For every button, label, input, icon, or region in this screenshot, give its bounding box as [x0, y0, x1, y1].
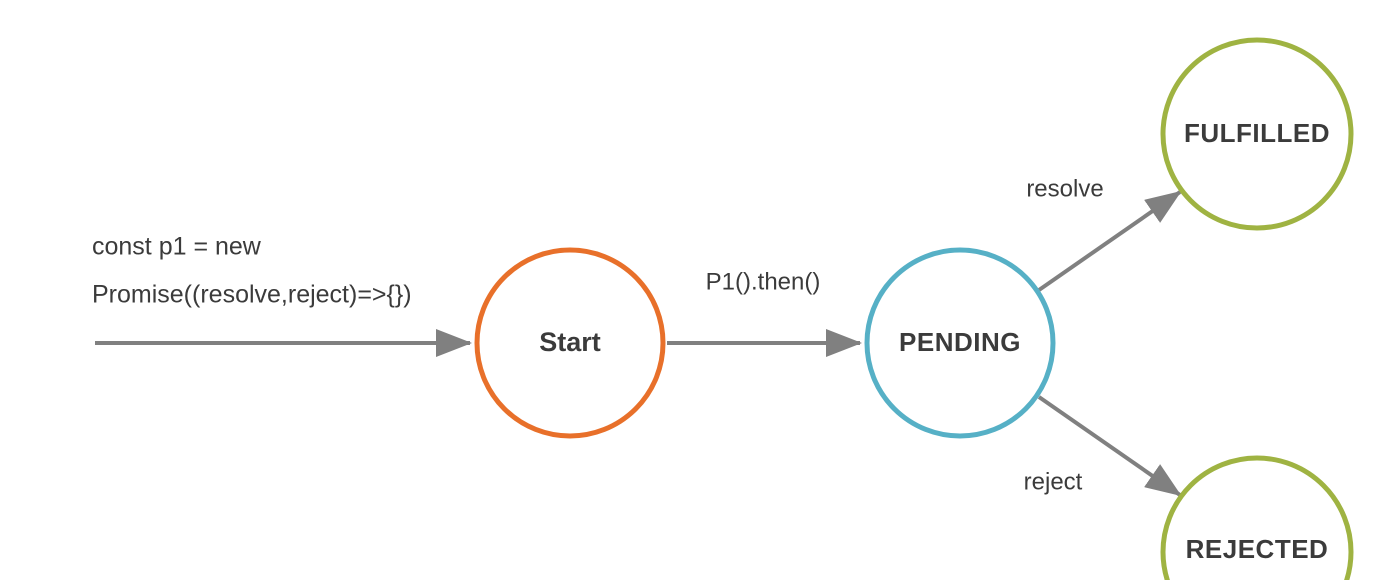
node-start-label: Start	[539, 327, 601, 357]
node-pending[interactable]: PENDING	[864, 247, 1056, 439]
edge-resolve-arrow	[1037, 190, 1182, 292]
node-fulfilled-circle[interactable]	[1160, 37, 1354, 231]
edge-label-then: P1().then()	[706, 268, 821, 295]
node-rejected-circle[interactable]	[1160, 455, 1354, 580]
node-fulfilled-label: FULFILLED	[1184, 118, 1330, 148]
node-pending-circle[interactable]	[864, 247, 1056, 439]
annotation-promise-constructor: const p1 = new Promise((resolve,reject)=…	[92, 233, 412, 309]
edge-reject-arrow	[1037, 395, 1182, 497]
nodes-layer: Start PENDING FULFILLED REJECTED	[474, 37, 1354, 580]
node-start-circle[interactable]	[474, 247, 666, 439]
node-rejected-label: REJECTED	[1186, 534, 1329, 564]
edge-label-reject: reject	[1024, 468, 1083, 495]
node-rejected[interactable]: REJECTED	[1160, 455, 1354, 580]
edges-layer	[95, 190, 1182, 497]
node-start[interactable]: Start	[474, 247, 666, 439]
annotation-line-1: const p1 = new	[92, 233, 262, 261]
edge-labels-layer: P1().then() resolve reject	[706, 175, 1104, 495]
annotation-line-2: Promise((resolve,reject)=>{})	[92, 281, 412, 309]
node-fulfilled[interactable]: FULFILLED	[1160, 37, 1354, 231]
edge-label-resolve: resolve	[1026, 175, 1103, 202]
node-pending-label: PENDING	[899, 327, 1021, 357]
